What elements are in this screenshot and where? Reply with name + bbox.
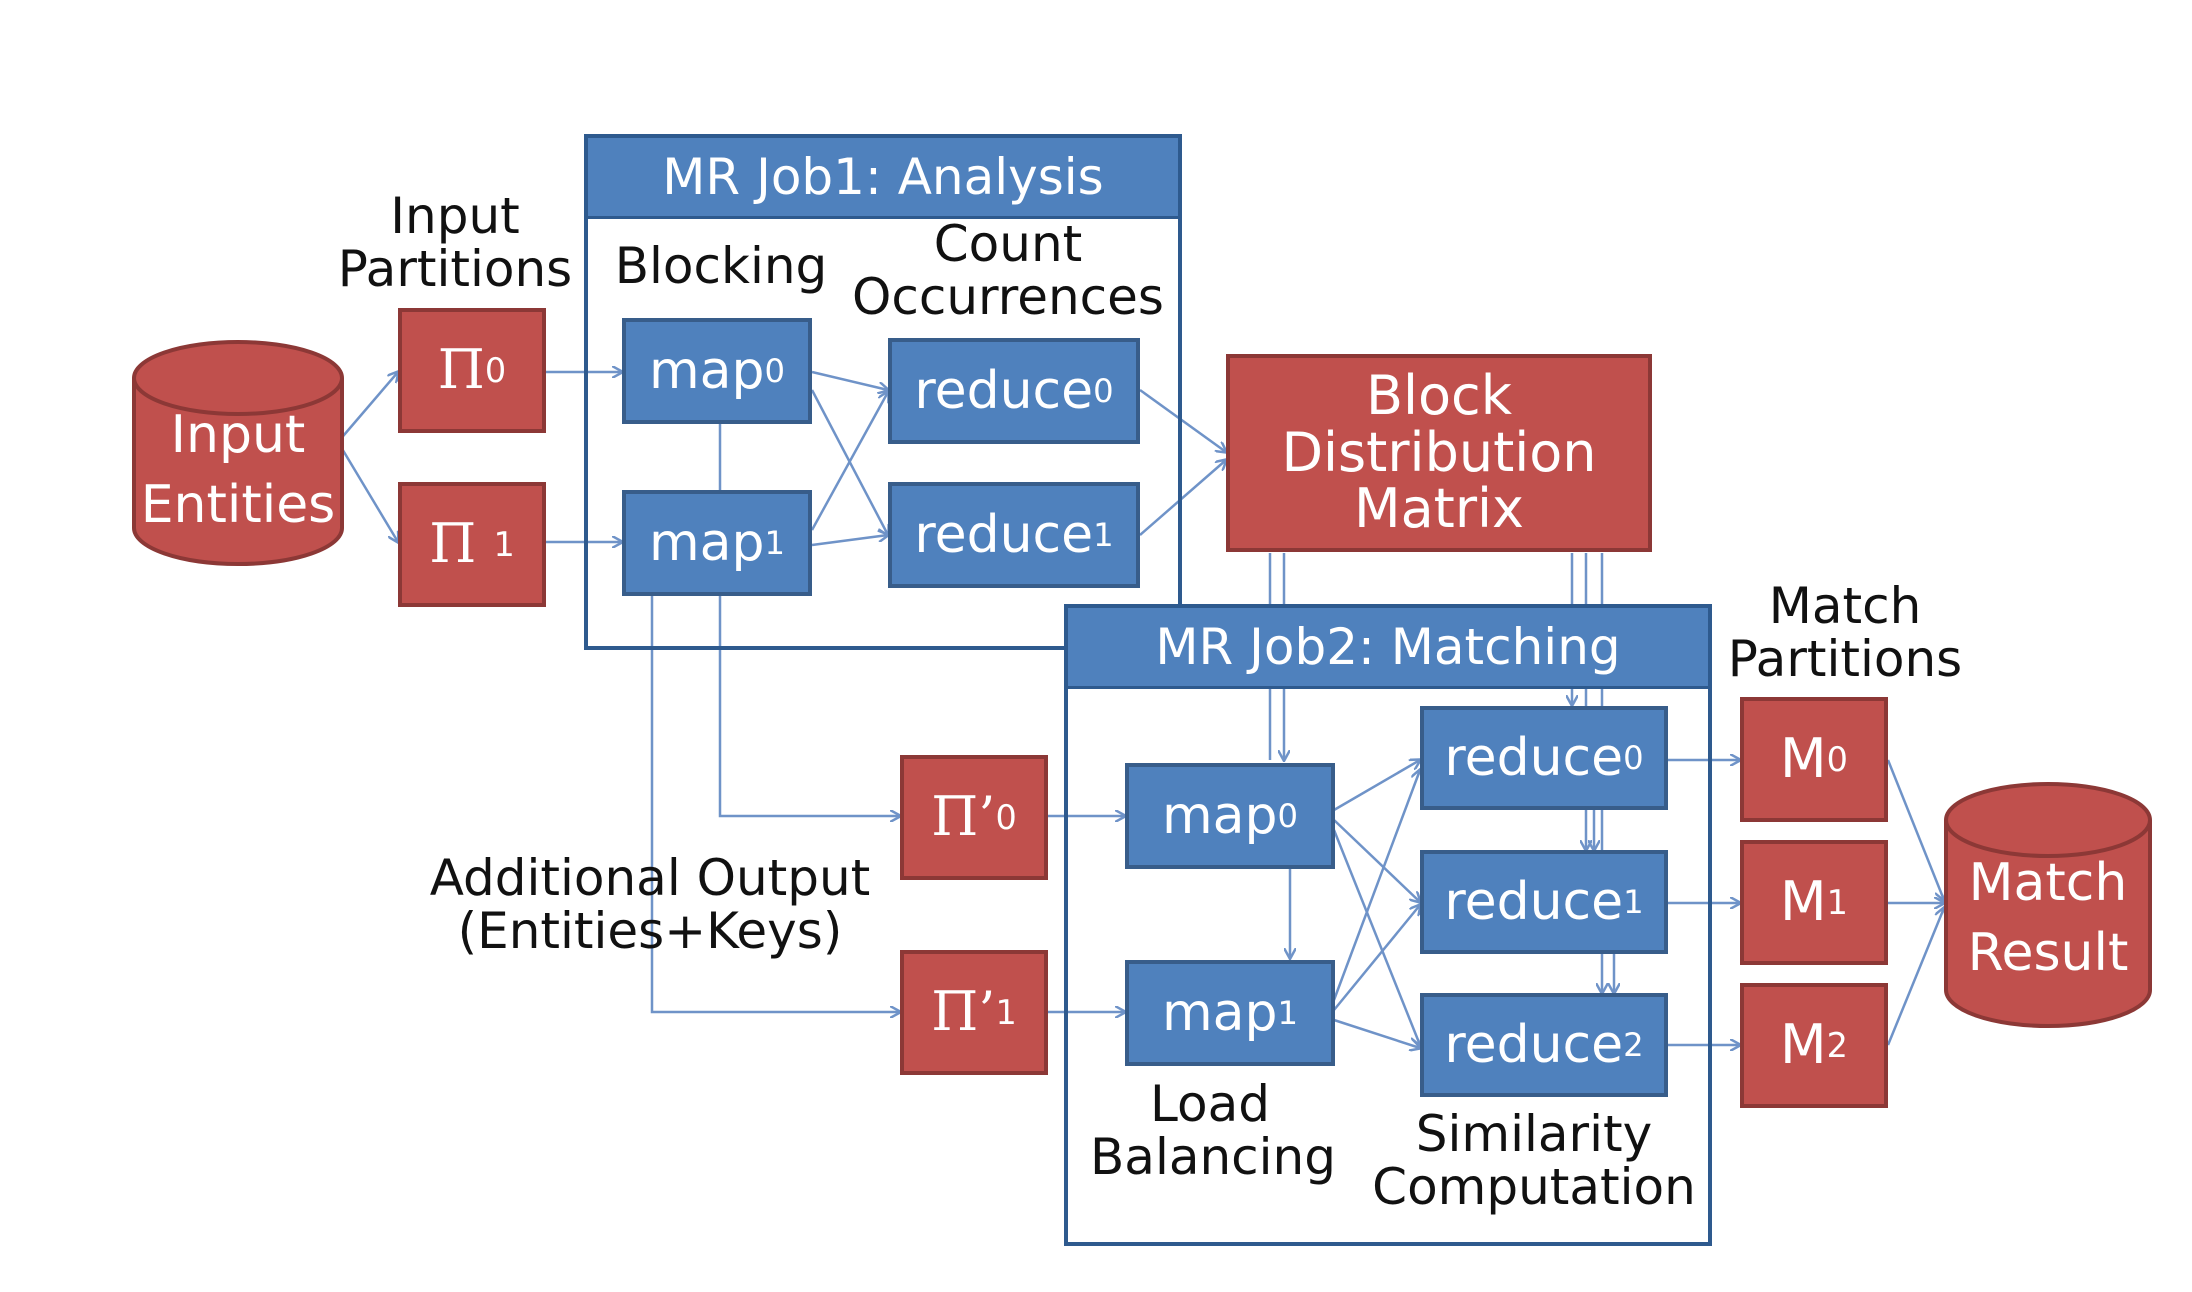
job1-map-1-sub: 1 (764, 524, 786, 562)
similarity-computation-label: Similarity Computation (1362, 1108, 1706, 1213)
input-partition-0-symbol: Π (437, 338, 485, 402)
job2-map-1-text: map (1161, 983, 1278, 1043)
bdm-line2: Distribution (1281, 420, 1597, 484)
count-label-line2: Occurrences (852, 267, 1164, 326)
match-partition-1-sub: 1 (1826, 882, 1848, 922)
load-balancing-label: Load Balancing (1090, 1075, 1336, 1186)
arrow-M0-result (1886, 759, 1944, 900)
arrow-j2m0-r2 (1332, 829, 1420, 1045)
arrow-map0-pprime0 (718, 590, 900, 816)
job1-reduce-0-text: reduce (914, 361, 1094, 421)
job2-reduce-0-text: reduce (1444, 728, 1624, 788)
job1-reduce-0-sub: 0 (1093, 372, 1114, 410)
job2-map-0-sub: 0 (1277, 797, 1299, 835)
arrow-entities-p1 (336, 441, 398, 542)
job1-map-0-sub: 0 (764, 352, 786, 390)
match-partition-1-text: M (1780, 870, 1827, 934)
prime-partition-0-sub: 0 (995, 797, 1017, 837)
count-label-line1: Count (933, 215, 1083, 273)
input-partition-0-sub: 0 (484, 350, 507, 390)
arrow-r0-bdm (1139, 388, 1226, 452)
count-occurrences-label: Count Occurrences (850, 218, 1166, 323)
arrow-j2m1-r0 (1332, 770, 1420, 1001)
additional-output-label: Additional Output (Entities+Keys) (410, 852, 890, 957)
arrow-entities-p0 (337, 372, 398, 443)
arrow-j2m1-r2 (1333, 1018, 1420, 1048)
job2-reduce-1-sub: 1 (1623, 883, 1644, 921)
input-partition-1-symbol: Π (429, 512, 494, 576)
input-partition-1: Π 1 (398, 482, 546, 607)
input-partition-1-sub: 1 (493, 524, 515, 564)
arrow-M2-result (1886, 908, 1944, 1046)
job2-reduce-2-sub: 2 (1623, 1026, 1644, 1064)
prime-partition-0: Π’0 (900, 755, 1048, 880)
job2-reduce-2-text: reduce (1444, 1015, 1624, 1075)
additional-output-line1: Additional Output (429, 849, 871, 907)
job2-map-0-text: map (1161, 786, 1278, 846)
match-partition-2-sub: 2 (1826, 1025, 1848, 1065)
arrow-j2m0-r1 (1333, 819, 1420, 902)
arrow-map1-pprime1 (650, 595, 900, 1012)
job2-map-1-sub: 1 (1277, 994, 1299, 1032)
match-partitions-line2: Partitions (1727, 629, 1963, 688)
job1-reduce-1-text: reduce (914, 505, 1094, 565)
match-result-line1: Match (1968, 853, 2128, 913)
mr-job2-frame: MR Job2: Matching (1064, 604, 1712, 1246)
prime-partition-0-symbol: Π’ (931, 785, 996, 849)
blocking-label: Blocking (614, 237, 828, 295)
mr-job2-title: MR Job2: Matching (1068, 608, 1708, 689)
arrow-m1-r1 (811, 535, 888, 547)
prime-partition-1: Π’1 (900, 950, 1048, 1075)
match-partition-2-text: M (1780, 1013, 1827, 1077)
job1-reduce-1-sub: 1 (1093, 516, 1114, 554)
arrow-m1-r0 (810, 392, 888, 531)
match-partitions-line1: Match (1768, 577, 1922, 635)
job2-reduce-1-text: reduce (1444, 872, 1624, 932)
prime-partition-1-symbol: Π’ (931, 980, 996, 1044)
match-partition-0-sub: 0 (1826, 739, 1848, 779)
arrow-m0-r0 (811, 370, 888, 390)
similarity-line2: Computation (1372, 1157, 1696, 1216)
mr-job1-frame: MR Job1: Analysis (584, 134, 1182, 650)
match-partitions-label: Match Partitions (1720, 580, 1970, 685)
prime-partition-1-sub: 1 (995, 992, 1017, 1032)
match-partition-0-text: M (1780, 727, 1827, 791)
arrow-j2m0-r0 (1333, 760, 1420, 812)
match-result-line2: Result (1967, 923, 2129, 984)
bdm-line3: Matrix (1353, 477, 1524, 541)
bdm-line1: Block (1365, 363, 1513, 427)
input-partitions-line2: Partitions (337, 239, 573, 298)
job1-map-1-text: map (648, 513, 765, 573)
input-partitions-label: Input Partitions (330, 190, 580, 295)
load-balancing-line2: Balancing (1090, 1127, 1336, 1186)
input-entities-line1: Input (170, 405, 306, 465)
block-distribution-matrix: Block Distribution Matrix (1226, 354, 1652, 552)
mr-job1-title: MR Job1: Analysis (588, 138, 1178, 219)
input-entities-line2: Entities (140, 475, 336, 536)
input-partitions-line1: Input (390, 187, 520, 245)
job1-map-0-text: map (648, 341, 765, 401)
arrow-r1-bdm (1139, 460, 1226, 536)
job2-reduce-0-sub: 0 (1623, 739, 1644, 777)
additional-output-line2: (Entities+Keys) (457, 901, 843, 960)
match-result-label: Match Result (1946, 848, 2150, 988)
input-entities-label: Input Entities (134, 400, 342, 540)
similarity-line1: Similarity (1415, 1105, 1653, 1163)
arrow-j2m1-r1 (1333, 905, 1420, 1011)
load-balancing-line1: Load (1150, 1075, 1270, 1133)
